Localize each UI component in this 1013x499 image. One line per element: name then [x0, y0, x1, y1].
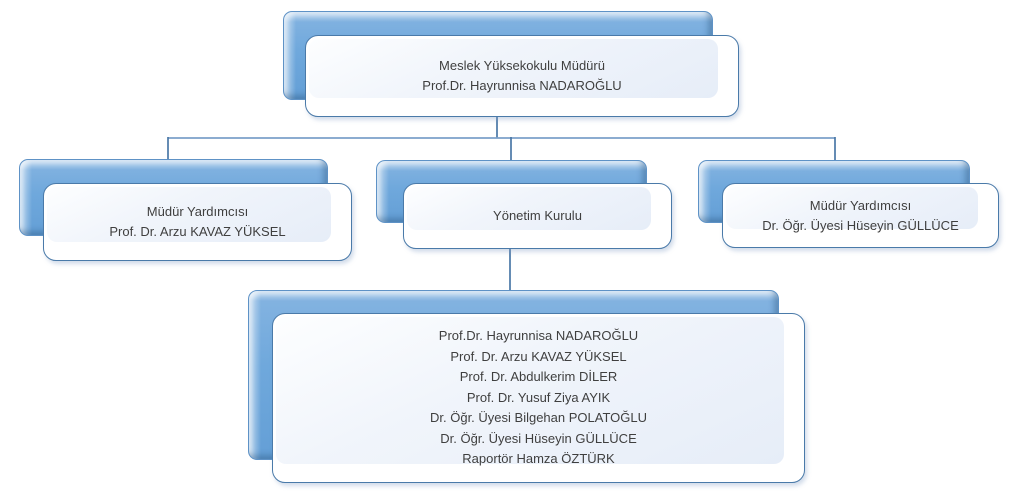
node-director-label: Meslek Yüksekokulu Müdürü Prof.Dr. Hayru… [306, 36, 738, 116]
node-board-label: Yönetim Kurulu [404, 184, 671, 248]
member-name: Prof. Dr. Yusuf Ziya AYIK [466, 389, 611, 405]
node-deputy-right-face [726, 187, 978, 229]
node-board-members-label: Prof.Dr. Hayrunnisa NADAROĞLU Prof. Dr. … [273, 314, 804, 482]
node-person: Dr. Öğr. Üyesi Hüseyin GÜLLÜCE [762, 217, 959, 233]
member-name: Dr. Öğr. Üyesi Bilgehan POLATOĞLU [430, 410, 647, 426]
node-board-members-face [276, 317, 784, 464]
node-deputy-right-frontplate: Müdür Yardımcısı Dr. Öğr. Üyesi Hüseyin … [722, 183, 999, 248]
node-board-face [407, 187, 651, 230]
node-director-face [309, 39, 718, 98]
member-name: Prof.Dr. Hayrunnisa NADAROĞLU [438, 328, 639, 344]
node-role: Müdür Yardımcısı [809, 197, 912, 213]
node-person: Prof.Dr. Hayrunnisa NADAROĞLU [422, 78, 622, 93]
node-person: Prof. Dr. Arzu KAVAZ YÜKSEL [109, 224, 286, 239]
node-deputy-left-face [47, 187, 331, 242]
node-role: Meslek Yüksekokulu Müdürü [439, 58, 605, 73]
node-role: Yönetim Kurulu [493, 208, 582, 223]
member-name: Prof. Dr. Abdulkerim DİLER [459, 369, 618, 385]
node-deputy-left-label: Müdür Yardımcısı Prof. Dr. Arzu KAVAZ YÜ… [44, 184, 351, 260]
node-board-frontplate: Yönetim Kurulu [403, 183, 672, 249]
node-deputy-right-label: Müdür Yardımcısı Dr. Öğr. Üyesi Hüseyin … [723, 184, 998, 247]
member-name: Dr. Öğr. Üyesi Hüseyin GÜLLÜCE [440, 430, 637, 446]
member-name: Raportör Hamza ÖZTÜRK [462, 451, 615, 467]
node-director-frontplate: Meslek Yüksekokulu Müdürü Prof.Dr. Hayru… [305, 35, 739, 117]
node-deputy-left-frontplate: Müdür Yardımcısı Prof. Dr. Arzu KAVAZ YÜ… [43, 183, 352, 261]
member-name: Prof. Dr. Arzu KAVAZ YÜKSEL [450, 348, 627, 364]
node-role: Müdür Yardımcısı [146, 204, 249, 219]
node-board-members-frontplate: Prof.Dr. Hayrunnisa NADAROĞLU Prof. Dr. … [272, 313, 805, 483]
